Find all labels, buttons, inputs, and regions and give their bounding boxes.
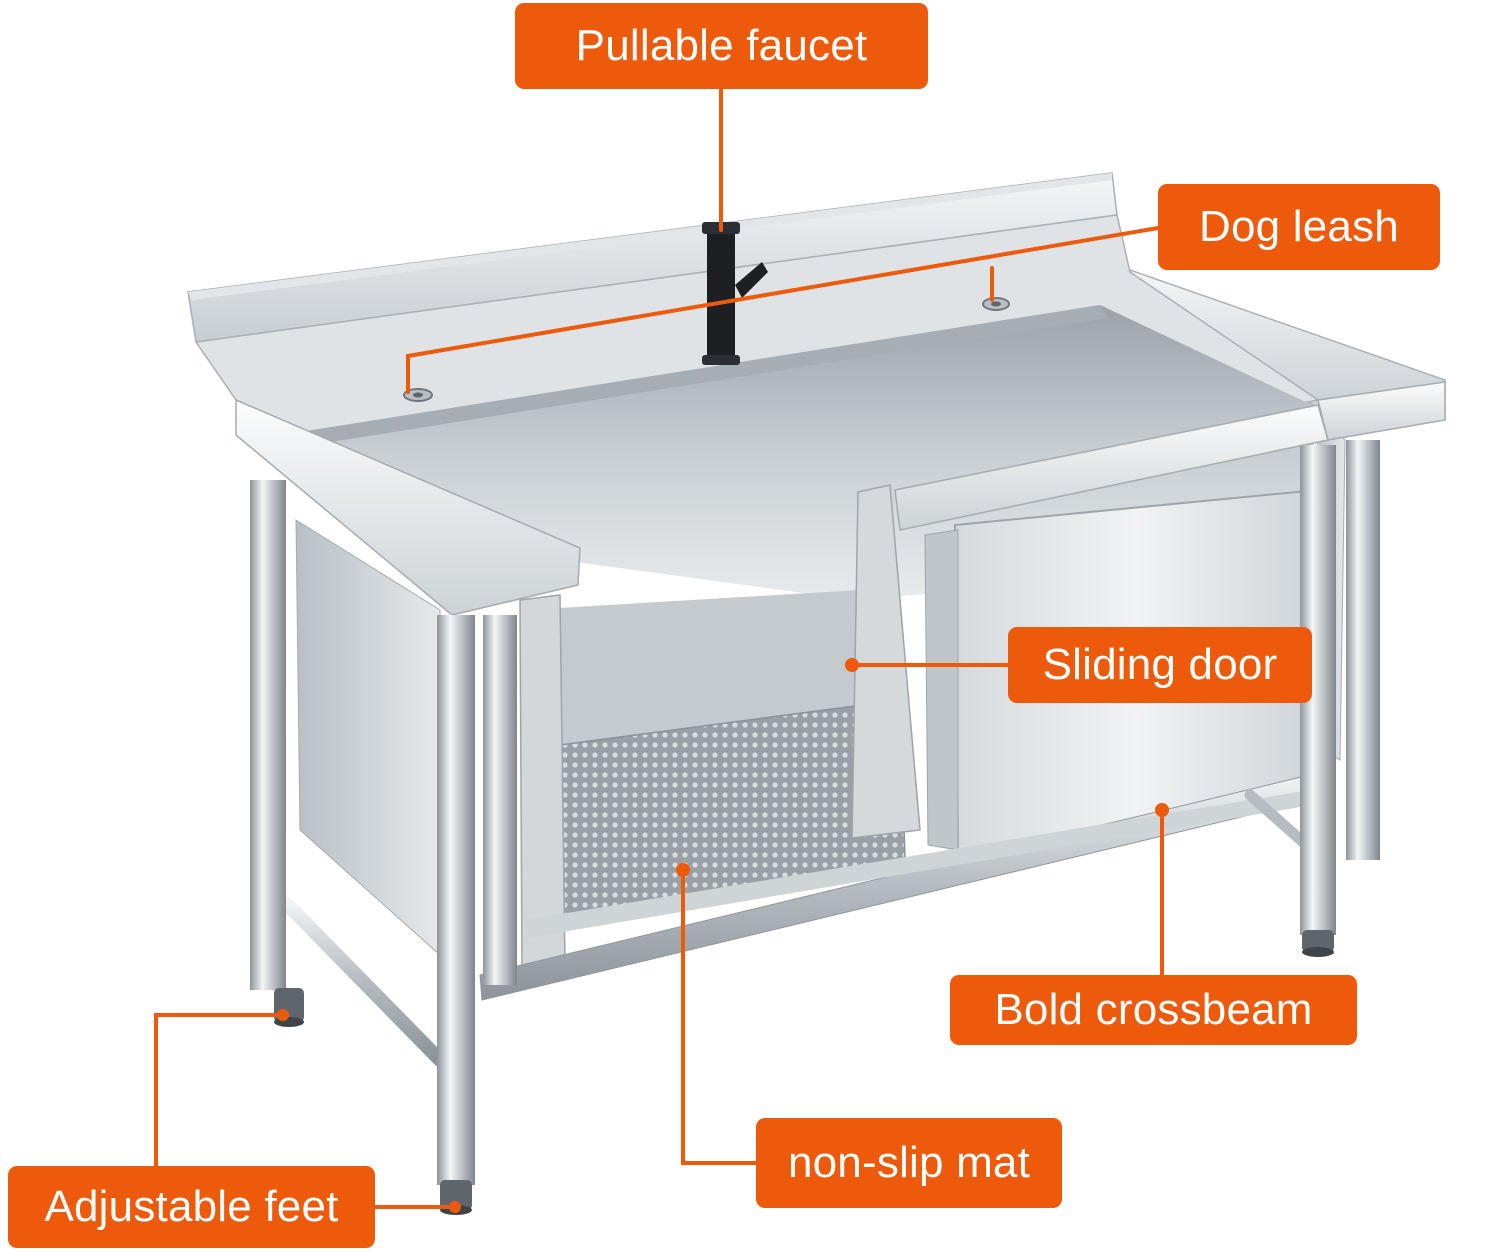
entrance-left-post [519,594,566,971]
foot-front-right-base [1302,947,1334,957]
callout-adjustable-feet: Adjustable feet [8,1166,375,1248]
lower-front-rail [525,790,1312,938]
leader-mat [681,868,758,1165]
front-rim-left [235,398,581,616]
leader-leash [406,226,1160,394]
callout-non-slip-mat: non-slip mat [756,1118,1062,1208]
right-rim-corner [1317,381,1446,441]
callout-bold-crossbeam: Bold crossbeam [950,975,1357,1045]
leg-back-left [250,480,286,990]
sliding-door-frame [924,529,959,851]
leg-back-right [1346,440,1380,860]
leader-dot-feet [277,1009,289,1021]
door-edge-post [851,484,921,839]
leader-dot-mat [676,863,690,877]
leader-feet [154,1013,285,1168]
leg-mid-left [483,615,517,985]
leader-dot-feet-2 [449,1201,461,1213]
faucet-icon [702,222,768,365]
leg-front-left [437,615,475,1185]
leash-anchor-icon [403,297,1010,402]
left-side-brace [276,893,447,1067]
leader-dot-beam [1155,803,1169,817]
foot-front-left [440,1180,472,1210]
callout-sliding-door: Sliding door [1008,627,1312,703]
leader-dots [277,658,1169,1213]
callout-dog-leash: Dog leash [1158,184,1440,270]
foot-front-right [1302,930,1334,952]
basin-back-wall [300,305,1108,445]
callout-pullable-faucet: Pullable faucet [515,3,928,89]
back-splash-top [188,173,1112,300]
leader-dot-door [845,658,859,672]
leader-lines [154,87,1164,1209]
